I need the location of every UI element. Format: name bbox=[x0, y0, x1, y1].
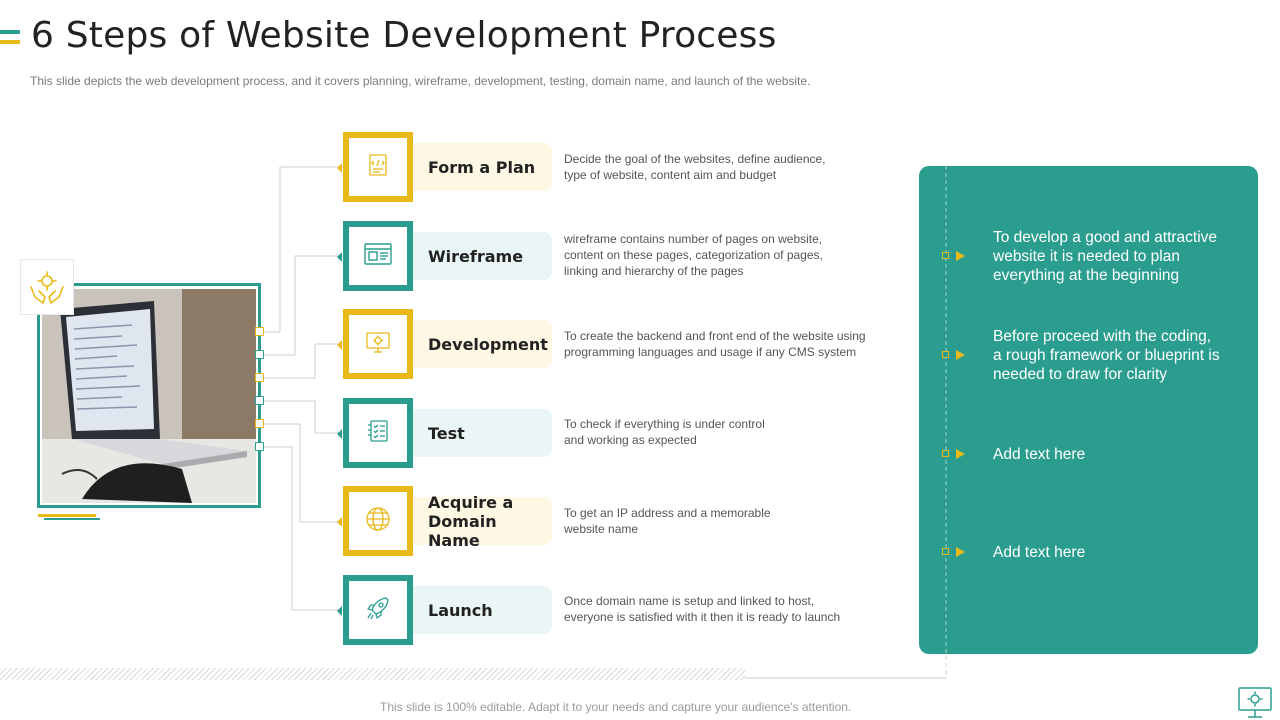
panel-arrow-icon bbox=[956, 350, 965, 360]
connector-line-test bbox=[260, 400, 343, 434]
title-accent-yellow bbox=[0, 40, 20, 44]
step-label-test: Test bbox=[413, 409, 552, 457]
monitor-gear-icon bbox=[1237, 686, 1273, 720]
connector-line-domain bbox=[260, 423, 343, 523]
photo-underline-yellow bbox=[38, 514, 96, 517]
panel-item-4: Add text here bbox=[993, 544, 1086, 561]
gear-monitor-icon bbox=[364, 328, 392, 361]
globe-icon bbox=[364, 505, 392, 538]
panel-item-2: Before proceed with the coding,a rough f… bbox=[993, 328, 1220, 383]
panel-tick-3 bbox=[942, 450, 949, 457]
step-icon-box-wireframe bbox=[337, 221, 413, 291]
step-desc-wireframe: wireframe contains number of pages on we… bbox=[564, 232, 823, 278]
step-desc-launch: Once domain name is setup and linked to … bbox=[564, 594, 841, 624]
connector-dot-4 bbox=[255, 396, 264, 405]
panel-arrow-icon bbox=[956, 251, 965, 261]
photo-underline-teal bbox=[44, 518, 100, 520]
wireframe-layout-icon bbox=[363, 241, 393, 272]
connector-line-launch bbox=[260, 446, 343, 611]
connector-line-form-a-plan bbox=[260, 166, 343, 333]
laptop-photo bbox=[42, 289, 256, 503]
step-icon-box-launch bbox=[337, 575, 413, 645]
connector-dot-3 bbox=[255, 373, 264, 382]
panel-arrow-icon bbox=[956, 547, 965, 557]
panel-arrow-icon bbox=[956, 449, 965, 459]
hatch-divider bbox=[0, 668, 745, 680]
code-document-icon bbox=[365, 152, 391, 183]
rocket-icon bbox=[364, 594, 392, 627]
panel-tick-2 bbox=[942, 351, 949, 358]
step-icon-box-domain bbox=[337, 486, 413, 556]
page-title: 6 Steps of Website Development Process bbox=[31, 15, 777, 56]
hands-gear-icon bbox=[20, 259, 74, 315]
step-icon-box-test bbox=[337, 398, 413, 468]
step-desc-development: To create the backend and front end of t… bbox=[564, 329, 866, 359]
step-desc-form-a-plan: Decide the goal of the websites, define … bbox=[564, 152, 826, 182]
connector-dot-6 bbox=[255, 442, 264, 451]
step-label-launch: Launch bbox=[413, 586, 552, 634]
step-icon-box-development bbox=[337, 309, 413, 379]
connector-dot-1 bbox=[255, 327, 264, 336]
connector-dot-2 bbox=[255, 350, 264, 359]
title-accent-teal bbox=[0, 30, 20, 34]
connector-line-development bbox=[260, 343, 343, 379]
step-icon-box-form-a-plan bbox=[337, 132, 413, 202]
checklist-icon bbox=[365, 418, 391, 449]
step-label-wireframe: Wireframe bbox=[413, 232, 552, 280]
step-label-development: Development bbox=[413, 320, 552, 368]
connector-line-wireframe bbox=[260, 255, 343, 356]
panel-tick-4 bbox=[942, 548, 949, 555]
page-subtitle: This slide depicts the web development p… bbox=[30, 74, 811, 88]
footer-note: This slide is 100% editable. Adapt it to… bbox=[380, 700, 852, 714]
info-panel bbox=[919, 166, 1258, 654]
connector-dot-5 bbox=[255, 419, 264, 428]
panel-tick-1 bbox=[942, 252, 949, 259]
panel-item-3: Add text here bbox=[993, 446, 1086, 463]
step-label-form-a-plan: Form a Plan bbox=[413, 143, 552, 191]
